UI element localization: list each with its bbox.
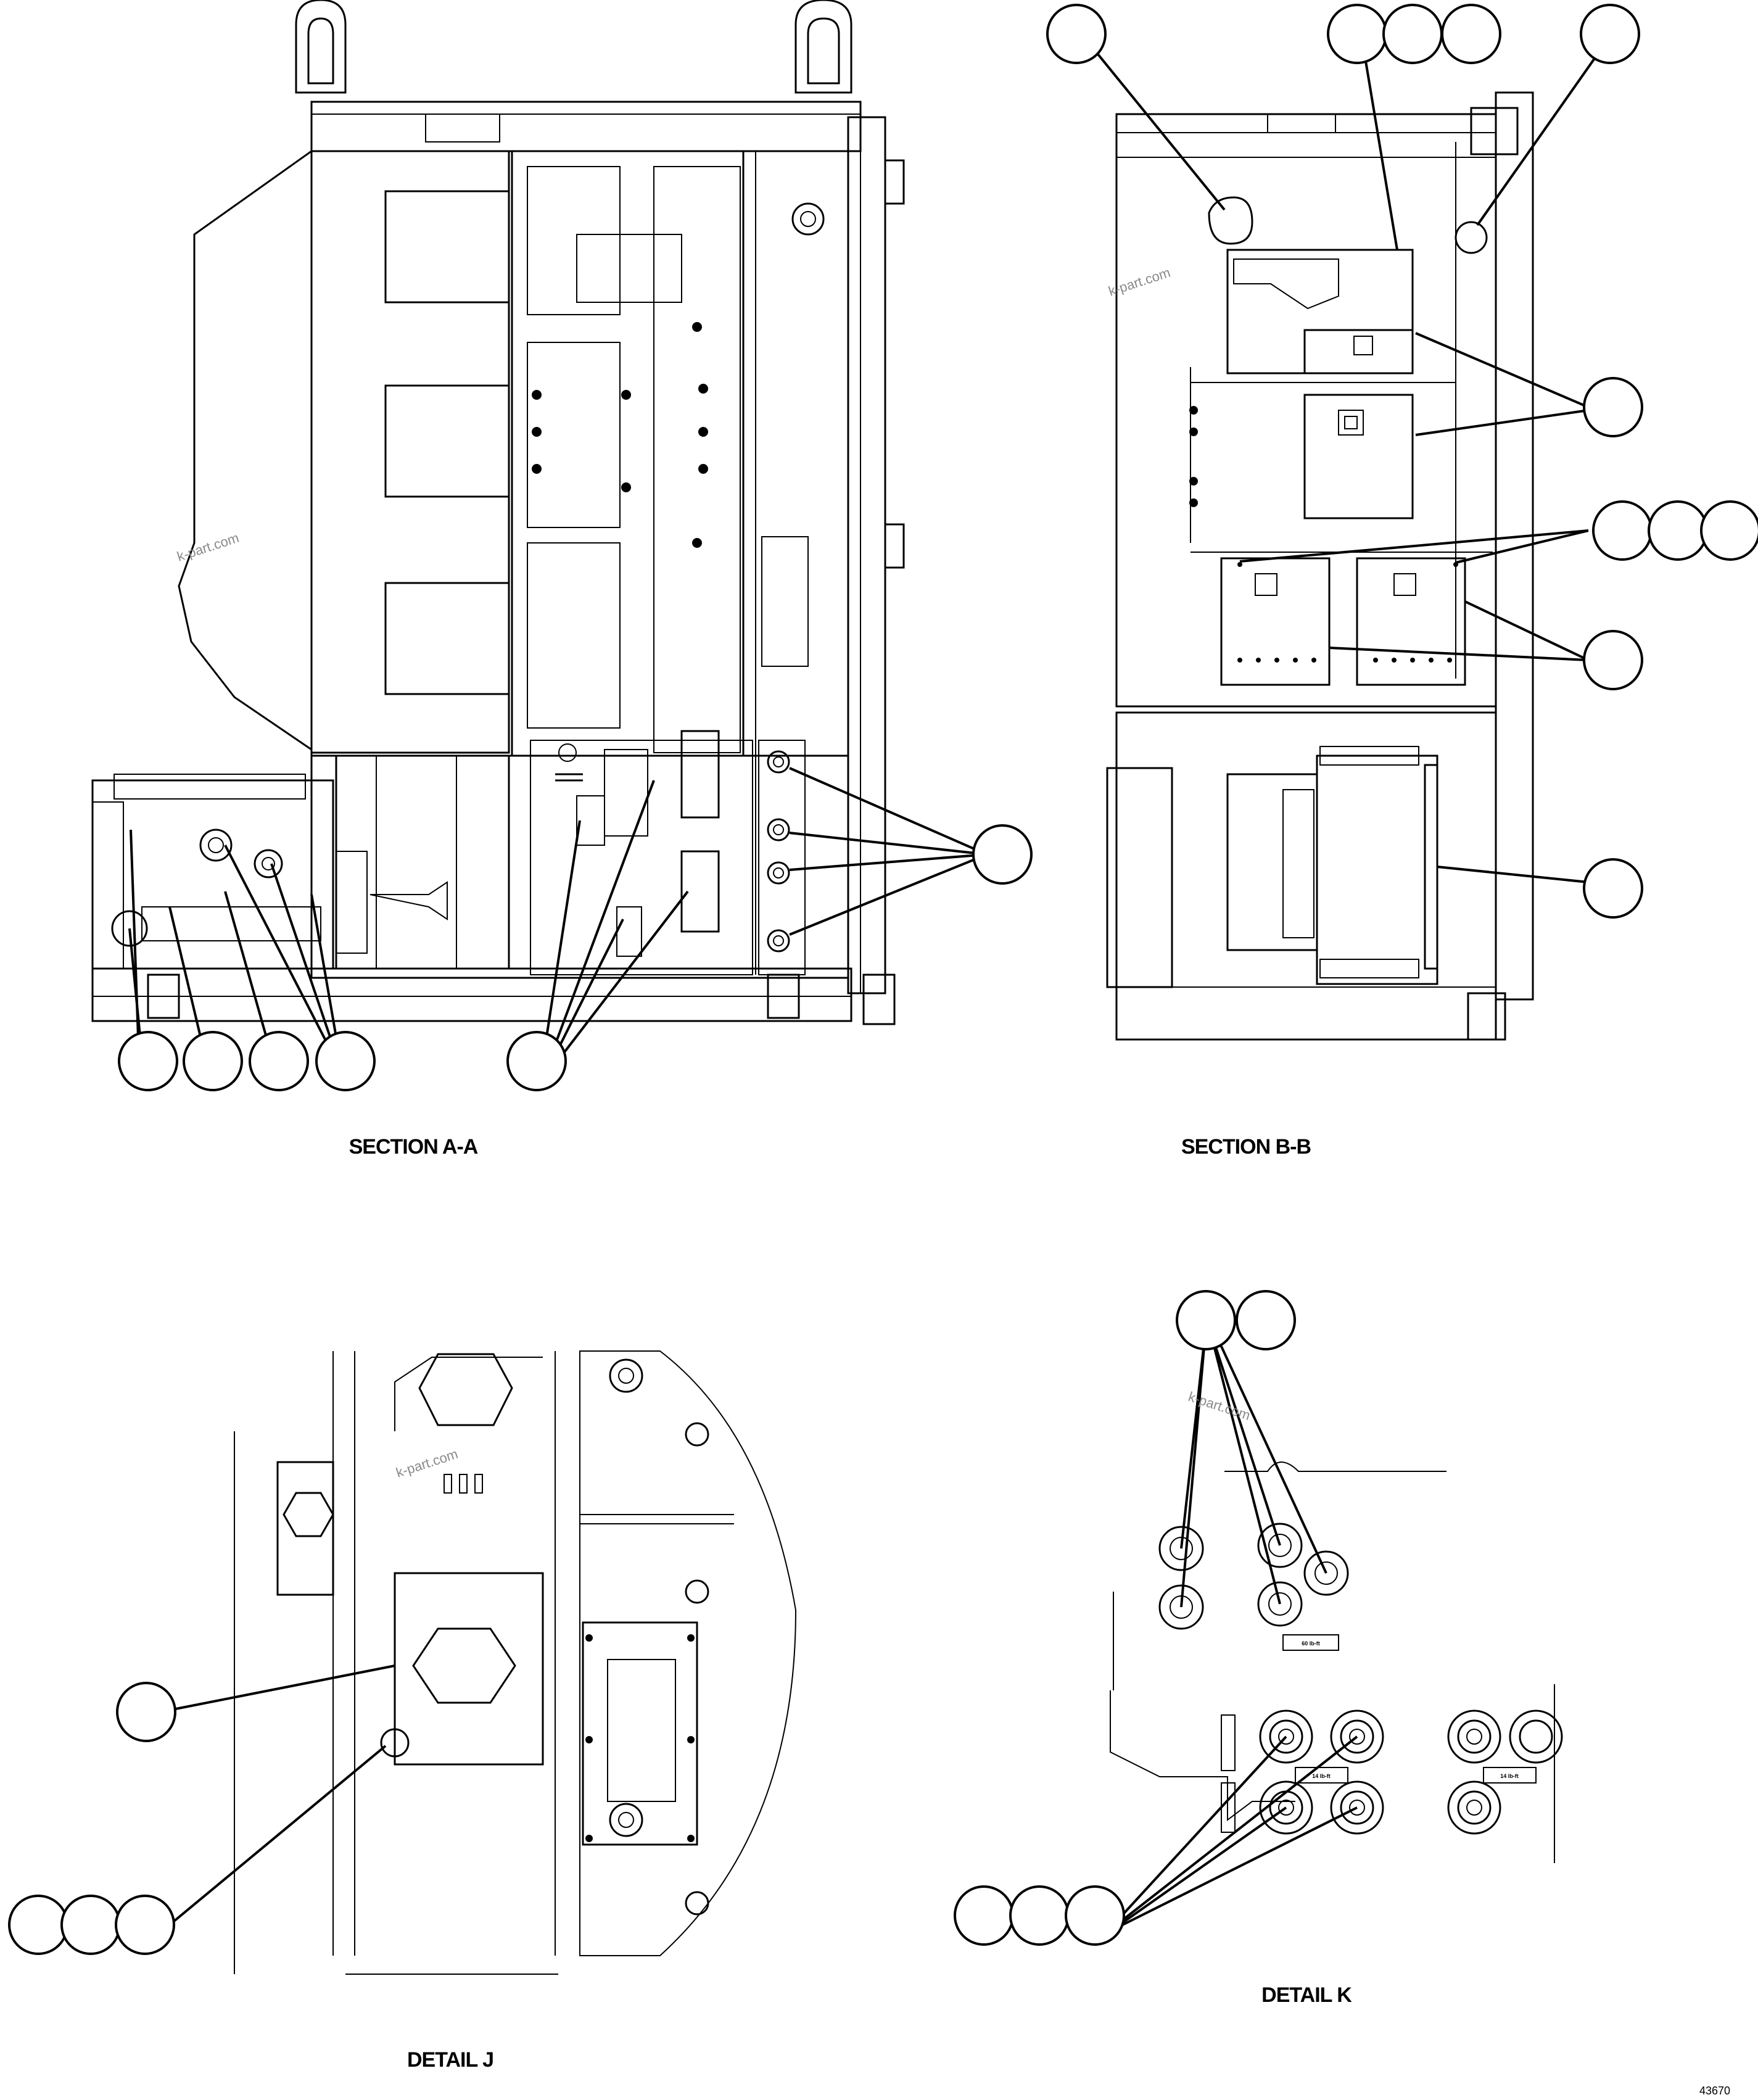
section-aa-callouts: [118, 767, 1033, 1091]
lifting-eye-left: [295, 0, 347, 94]
torque-label: 14 lb-ft: [1312, 1773, 1331, 1779]
callout-bubble: [1583, 630, 1643, 690]
watermark: k-part.com: [394, 1446, 460, 1481]
bolt-head: [380, 1728, 410, 1758]
detail-j-callouts: [8, 1664, 395, 1955]
section-aa-view: [91, 0, 905, 1025]
power-module-rack: [511, 150, 745, 757]
callout-bubble: [1592, 500, 1653, 561]
section-aa-frame: [310, 150, 849, 979]
detail-k-view: 60 lb-ft 14 lb-ft 14 lb-ft: [1110, 1461, 1563, 1863]
callout-bubble: [1580, 4, 1640, 64]
callout-bubble: [1176, 1290, 1236, 1350]
torque-label: 60 lb-ft: [1302, 1640, 1320, 1647]
connector-plate: [582, 1621, 698, 1846]
caption-section-aa: SECTION A-A: [349, 1135, 478, 1159]
callout-bubble: [1441, 4, 1501, 64]
callout-bubble: [1009, 1885, 1070, 1946]
lifting-eye-right: [794, 0, 852, 94]
detail-j-view: [234, 1350, 797, 1975]
caption-detail-j: DETAIL J: [407, 2048, 493, 2072]
callout-bubble: [1236, 1290, 1296, 1350]
module-box-left: [1220, 557, 1331, 686]
side-cover: [178, 149, 313, 751]
callout-bubble: [1382, 4, 1443, 64]
callout-bubble: [118, 1031, 178, 1091]
section-bb-callouts: [1046, 4, 1758, 919]
callout-bubble: [1327, 4, 1387, 64]
torque-label-tag: [1295, 1767, 1348, 1784]
filter-assembly: [1316, 754, 1438, 985]
callout-bubble: [60, 1895, 121, 1955]
caption-detail-k: DETAIL K: [1261, 1983, 1352, 2007]
module-box-right: [1356, 557, 1466, 686]
mounting-bracket: [394, 1572, 544, 1766]
callout-bubble: [116, 1682, 176, 1742]
torque-label-tag: [1282, 1634, 1339, 1651]
torque-label: 14 lb-ft: [1500, 1773, 1519, 1779]
detail-k-callouts: [954, 1290, 1358, 1946]
section-bb-frame: [1115, 113, 1497, 708]
caption-section-bb: SECTION B-B: [1181, 1135, 1311, 1159]
torque-label-tag: [1483, 1767, 1537, 1784]
fitting-grid: [1259, 1709, 1563, 1835]
callout-bubble: [1583, 377, 1643, 437]
callout-bubble: [315, 1031, 376, 1091]
callout-bubble: [1065, 1885, 1125, 1946]
callout-bubble: [972, 824, 1033, 885]
callout-bubble: [249, 1031, 309, 1091]
callout-bubble: [1700, 500, 1758, 561]
callout-bubble: [115, 1895, 175, 1955]
mount-block: [276, 1461, 334, 1596]
callout-bubble: [8, 1895, 68, 1955]
callout-bubble: [183, 1031, 243, 1091]
fittings-column: [767, 750, 790, 953]
section-bb-view: [1106, 91, 1534, 1041]
callout-bubble: [954, 1885, 1014, 1946]
callout-bubble: [1648, 500, 1708, 561]
drawing-number: 43670: [1699, 2085, 1730, 2097]
callout-bubble: [1046, 4, 1107, 64]
callout-bubble: [506, 1031, 567, 1091]
callout-bubble: [1583, 858, 1643, 919]
watermark: k-part.com: [175, 530, 241, 564]
